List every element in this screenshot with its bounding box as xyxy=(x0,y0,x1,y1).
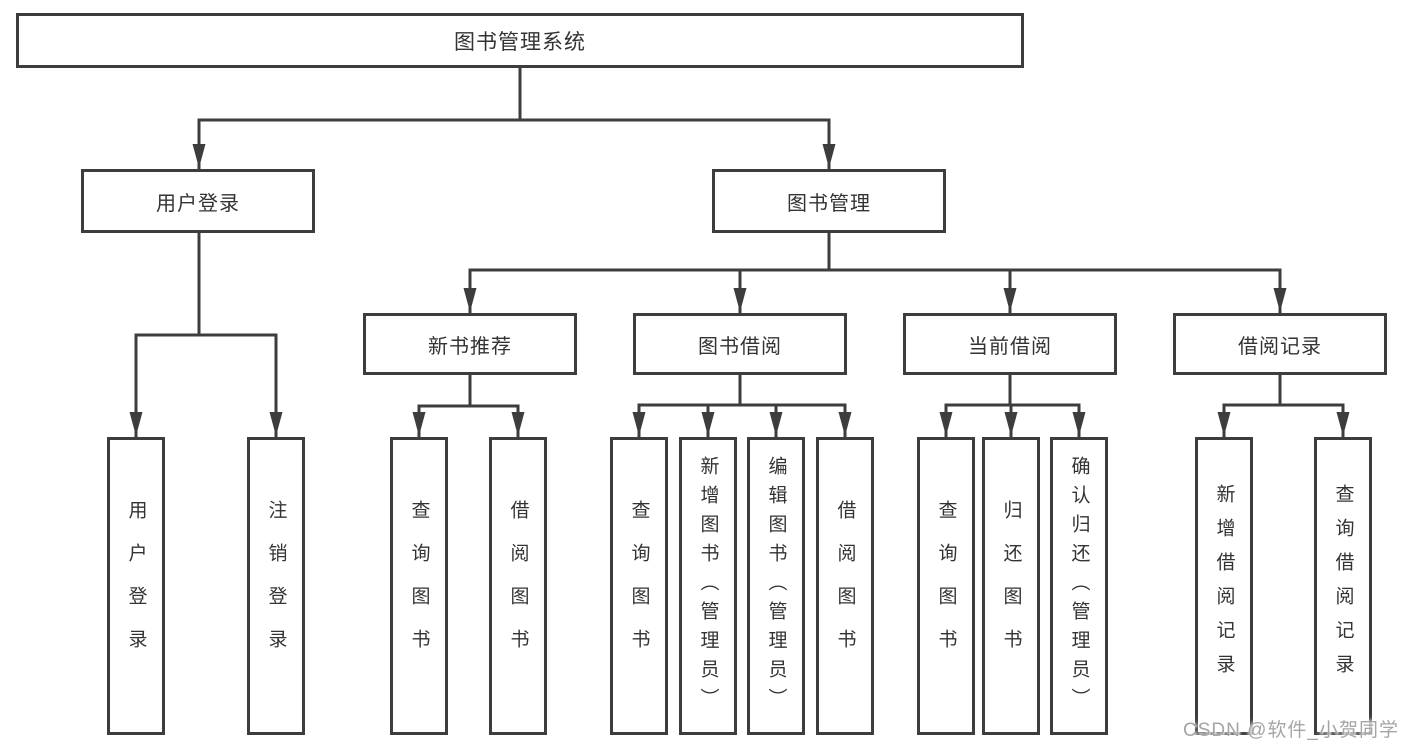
node-current-borrow-label: 当前借阅 xyxy=(968,335,1052,358)
leaf-query-books-recommend-label: 查询图书 xyxy=(408,500,430,672)
leaf-query-books-current-label: 查询图书 xyxy=(935,500,957,672)
leaf-borrow-books: 借阅图书 xyxy=(816,437,874,735)
leaf-query-books-borrow-label: 查询图书 xyxy=(628,500,650,672)
leaf-query-books-current: 查询图书 xyxy=(917,437,975,735)
leaf-user-login-label: 用户登录 xyxy=(125,500,147,672)
node-new-book-recommend: 新书推荐 xyxy=(363,313,577,375)
leaf-logout: 注销登录 xyxy=(247,437,305,735)
leaf-return-books: 归还图书 xyxy=(982,437,1040,735)
leaf-query-books-recommend: 查询图书 xyxy=(390,437,448,735)
node-borrow-records-label: 借阅记录 xyxy=(1238,335,1322,358)
leaf-edit-books-admin: 编辑图书（管理员） xyxy=(747,437,805,735)
node-library-system: 图书管理系统 xyxy=(16,13,1024,68)
leaf-logout-label: 注销登录 xyxy=(265,500,287,672)
leaf-borrow-books-recommend-label: 借阅图书 xyxy=(507,500,529,672)
leaf-confirm-return-admin: 确认归还（管理员） xyxy=(1050,437,1108,735)
leaf-query-borrow-record: 查询借阅记录 xyxy=(1314,437,1372,735)
leaf-add-books-admin-label: 新增图书（管理员） xyxy=(697,455,719,717)
node-book-borrow-label: 图书借阅 xyxy=(698,335,782,358)
node-current-borrow: 当前借阅 xyxy=(903,313,1117,375)
leaf-query-borrow-record-label: 查询借阅记录 xyxy=(1332,484,1354,688)
leaf-add-borrow-record: 新增借阅记录 xyxy=(1195,437,1253,735)
leaf-return-books-label: 归还图书 xyxy=(1000,500,1022,672)
leaf-query-books-borrow: 查询图书 xyxy=(610,437,668,735)
leaf-edit-books-admin-label: 编辑图书（管理员） xyxy=(765,455,787,717)
node-book-borrow: 图书借阅 xyxy=(633,313,847,375)
node-new-book-recommend-label: 新书推荐 xyxy=(428,335,512,358)
node-borrow-records: 借阅记录 xyxy=(1173,313,1387,375)
node-library-system-label: 图书管理系统 xyxy=(454,30,586,54)
leaf-add-borrow-record-label: 新增借阅记录 xyxy=(1213,484,1235,688)
node-user-login: 用户登录 xyxy=(81,169,315,233)
node-book-management: 图书管理 xyxy=(712,169,946,233)
leaf-add-books-admin: 新增图书（管理员） xyxy=(679,437,737,735)
leaf-confirm-return-admin-label: 确认归还（管理员） xyxy=(1068,455,1090,717)
leaf-borrow-books-recommend: 借阅图书 xyxy=(489,437,547,735)
node-user-login-label: 用户登录 xyxy=(156,192,240,215)
csdn-watermark: CSDN @软件_小贺同学 xyxy=(1183,720,1399,741)
node-book-management-label: 图书管理 xyxy=(787,192,871,215)
leaf-user-login: 用户登录 xyxy=(107,437,165,735)
leaf-borrow-books-label: 借阅图书 xyxy=(834,500,856,672)
